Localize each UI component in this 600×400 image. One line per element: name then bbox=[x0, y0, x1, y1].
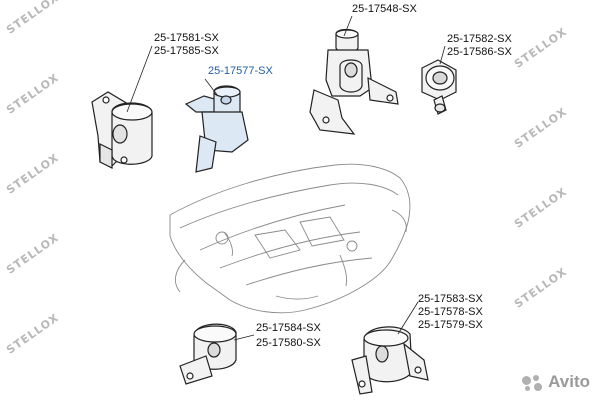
mount-25-17577 bbox=[184, 85, 249, 173]
mount-25-17584 bbox=[179, 323, 237, 385]
part-label-25-17584: 25-17584-SX bbox=[256, 322, 321, 334]
part-label-25-17581: 25-17581-SX bbox=[154, 32, 219, 44]
part-label-25-17579: 25-17579-SX bbox=[418, 319, 483, 331]
car-silhouette bbox=[169, 163, 411, 314]
part-label-25-17583: 25-17583-SX bbox=[418, 293, 483, 305]
avito-logo: Avito bbox=[522, 372, 590, 392]
bushing-25-17582 bbox=[421, 59, 457, 115]
part-label-25-17548: 25-17548-SX bbox=[352, 3, 417, 15]
avito-dots-icon bbox=[522, 374, 544, 391]
part-label-25-17577: 25-17577-SX bbox=[208, 65, 273, 77]
mount-25-17548 bbox=[309, 28, 399, 135]
part-label-25-17580: 25-17580-SX bbox=[256, 337, 321, 349]
part-label-25-17586: 25-17586-SX bbox=[447, 46, 512, 58]
mount-25-17583 bbox=[351, 326, 429, 395]
leader-lines bbox=[126, 15, 446, 341]
part-label-25-17585: 25-17585-SX bbox=[154, 45, 219, 57]
mount-25-17581 bbox=[91, 91, 153, 169]
part-label-25-17578: 25-17578-SX bbox=[418, 306, 483, 318]
part-label-25-17582: 25-17582-SX bbox=[447, 33, 512, 45]
avito-wordmark: Avito bbox=[548, 372, 590, 391]
